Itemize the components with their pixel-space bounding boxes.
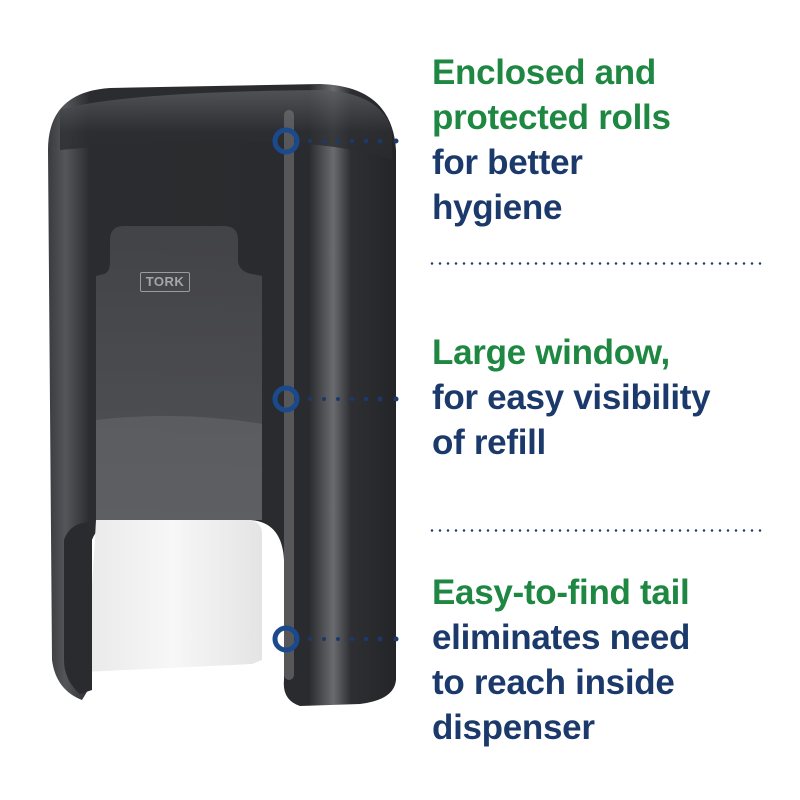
callout-marker-1	[272, 127, 399, 155]
feature-body: to reach inside	[432, 663, 675, 702]
feature-headline: Easy-to-find tail	[432, 573, 690, 612]
feature-headline: protected rolls	[432, 98, 671, 137]
toilet-paper-dispenser-image	[48, 84, 396, 706]
dotted-divider	[428, 262, 764, 265]
feature-body: for easy visibility	[432, 378, 711, 417]
feature-easy-tail: Easy-to-find tail eliminates need to rea…	[432, 570, 792, 750]
feature-body: hygiene	[432, 188, 563, 227]
dotted-divider	[428, 529, 764, 532]
feature-headline: Large window,	[432, 333, 670, 372]
feature-headline: Enclosed and	[432, 53, 656, 92]
callout-marker-3	[272, 625, 399, 653]
feature-enclosed-rolls: Enclosed and protected rolls for better …	[432, 50, 792, 230]
feature-body: eliminates need	[432, 618, 691, 657]
feature-body: dispenser	[432, 708, 595, 747]
tork-logo: TORK	[140, 272, 190, 292]
feature-body: for better	[432, 143, 583, 182]
feature-large-window: Large window, for easy visibility of ref…	[432, 330, 792, 465]
callout-marker-2	[272, 385, 399, 413]
feature-body: of refill	[432, 423, 546, 462]
